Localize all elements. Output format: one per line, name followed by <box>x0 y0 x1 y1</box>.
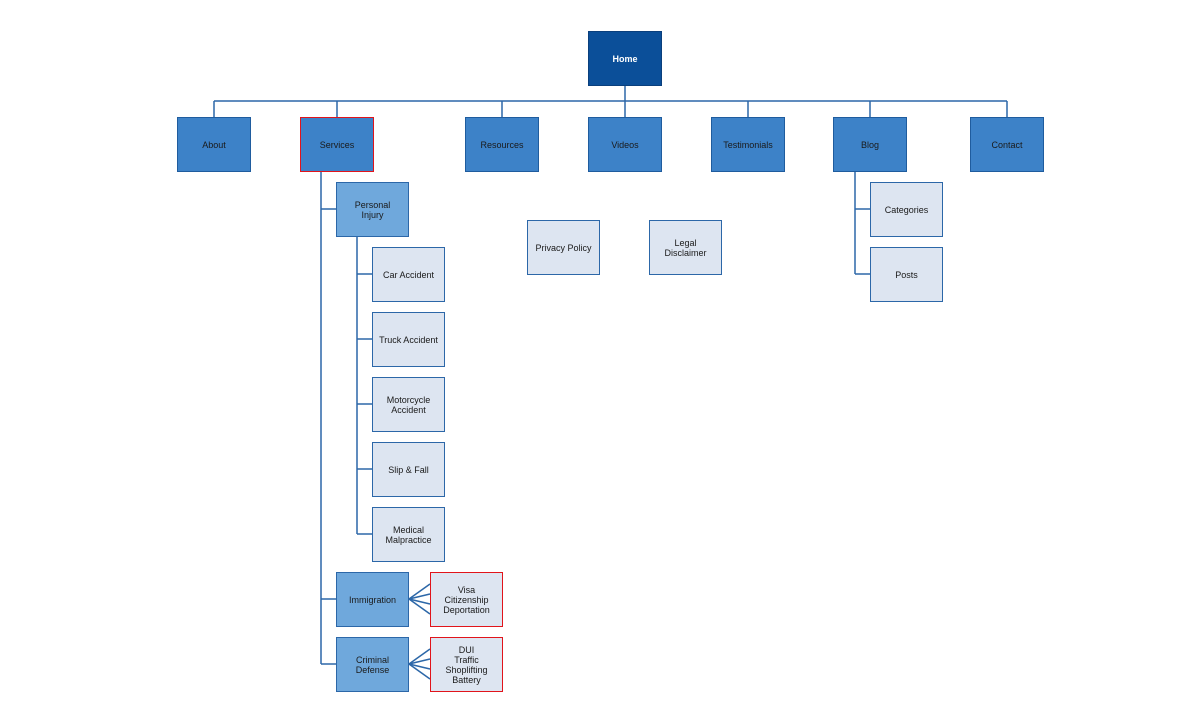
node-medical-malpractice: Medical Malpractice <box>372 507 445 562</box>
node-privacy-policy: Privacy Policy <box>527 220 600 275</box>
node-resources: Resources <box>465 117 539 172</box>
node-posts: Posts <box>870 247 943 302</box>
node-personal-injury: Personal Injury <box>336 182 409 237</box>
node-about: About <box>177 117 251 172</box>
node-testimonials: Testimonials <box>711 117 785 172</box>
node-motorcycle-accident: Motorcycle Accident <box>372 377 445 432</box>
node-services: Services <box>300 117 374 172</box>
node-contact: Contact <box>970 117 1044 172</box>
node-criminal-defense: Criminal Defense <box>336 637 409 692</box>
node-immigration: Immigration <box>336 572 409 627</box>
node-slip-fall: Slip & Fall <box>372 442 445 497</box>
node-car-accident: Car Accident <box>372 247 445 302</box>
node-home: Home <box>588 31 662 86</box>
node-truck-accident: Truck Accident <box>372 312 445 367</box>
node-legal-disclaimer: Legal Disclaimer <box>649 220 722 275</box>
node-blog: Blog <box>833 117 907 172</box>
node-videos: Videos <box>588 117 662 172</box>
node-immigration-items: Visa Citizenship Deportation <box>430 572 503 627</box>
node-criminal-items: DUI Traffic Shoplifting Battery <box>430 637 503 692</box>
node-categories: Categories <box>870 182 943 237</box>
